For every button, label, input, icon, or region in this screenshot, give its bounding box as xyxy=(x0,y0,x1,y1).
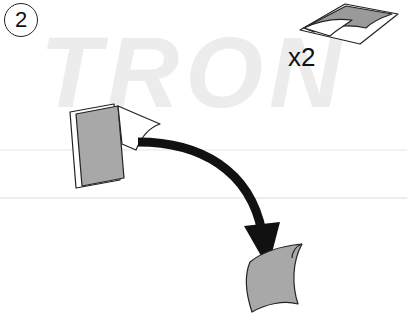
step-number-circle: 2 xyxy=(4,3,38,37)
curled-backing xyxy=(246,244,302,312)
curved-arrow xyxy=(138,142,280,268)
watermark: TRON xyxy=(40,22,347,122)
step-number: 2 xyxy=(15,9,27,31)
quantity-label: x2 xyxy=(288,44,315,70)
watermark-line xyxy=(0,197,407,199)
